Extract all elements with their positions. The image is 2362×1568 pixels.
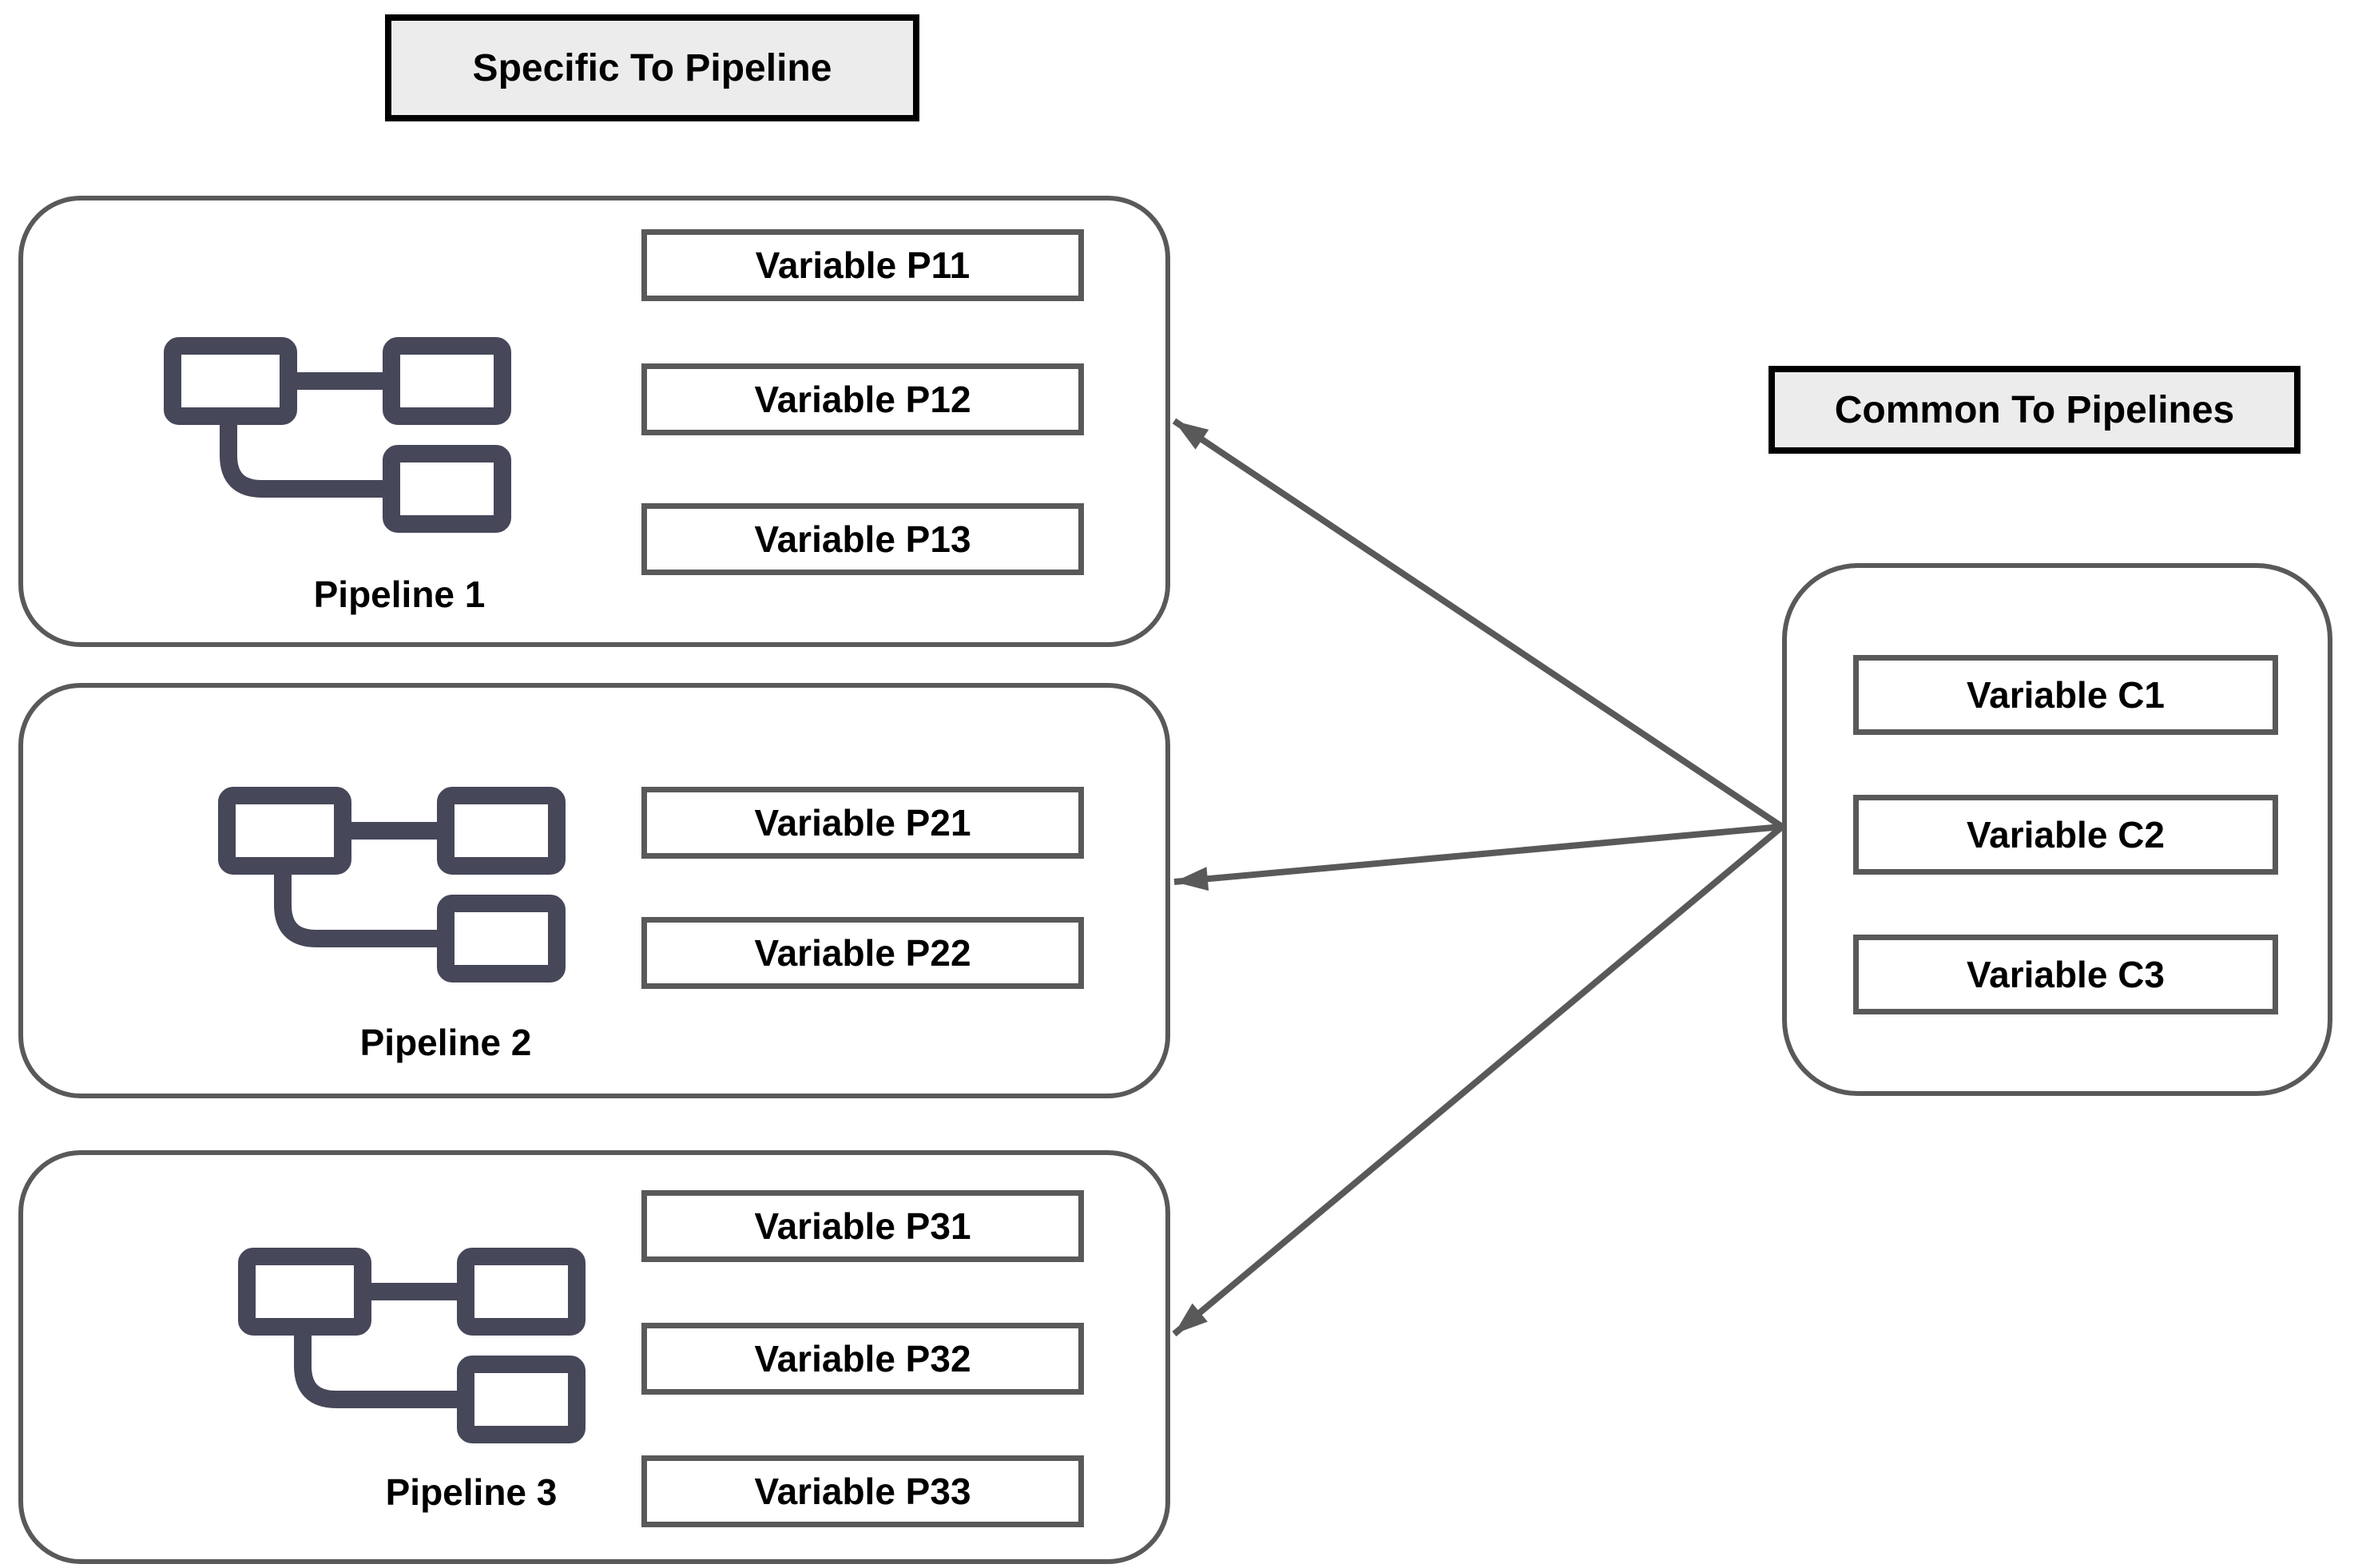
common-variables-container: Variable C1 Variable C2 Variable C3 xyxy=(1782,563,2332,1096)
pipeline-icon xyxy=(214,787,566,982)
variable-box: Variable P31 xyxy=(641,1190,1084,1262)
arrow-common-to-pipeline-2 xyxy=(1173,824,1783,891)
variable-box: Variable P22 xyxy=(641,917,1084,989)
pipeline-icon xyxy=(160,337,511,533)
pipeline-1-label: Pipeline 1 xyxy=(313,574,486,615)
variable-box: Variable P13 xyxy=(641,503,1084,575)
variable-box: Variable C1 xyxy=(1853,655,2278,735)
variable-box: Variable P32 xyxy=(641,1323,1084,1395)
pipeline-icon xyxy=(234,1248,586,1443)
variable-box: Variable P11 xyxy=(641,229,1084,301)
arrow-common-to-pipeline-3 xyxy=(1172,824,1784,1337)
pipeline-1-container: Variable P11 Variable P12 Variable P13 P… xyxy=(18,196,1170,647)
variable-box: Variable C2 xyxy=(1853,795,2278,875)
specific-to-pipeline-title: Specific To Pipeline xyxy=(385,14,919,121)
pipeline-2-container: Variable P21 Variable P22 Pipeline 2 xyxy=(18,683,1170,1098)
pipeline-3-container: Variable P31 Variable P32 Variable P33 P… xyxy=(18,1150,1170,1564)
pipeline-2-label: Pipeline 2 xyxy=(359,1022,532,1063)
common-to-pipelines-title: Common To Pipelines xyxy=(1769,366,2300,454)
pipeline-3-label: Pipeline 3 xyxy=(385,1471,558,1513)
variable-box: Variable C3 xyxy=(1853,935,2278,1014)
variable-box: Variable P12 xyxy=(641,363,1084,435)
variable-box: Variable P21 xyxy=(641,787,1084,859)
arrow-common-to-pipeline-1 xyxy=(1172,418,1784,830)
variable-box: Variable P33 xyxy=(641,1455,1084,1527)
